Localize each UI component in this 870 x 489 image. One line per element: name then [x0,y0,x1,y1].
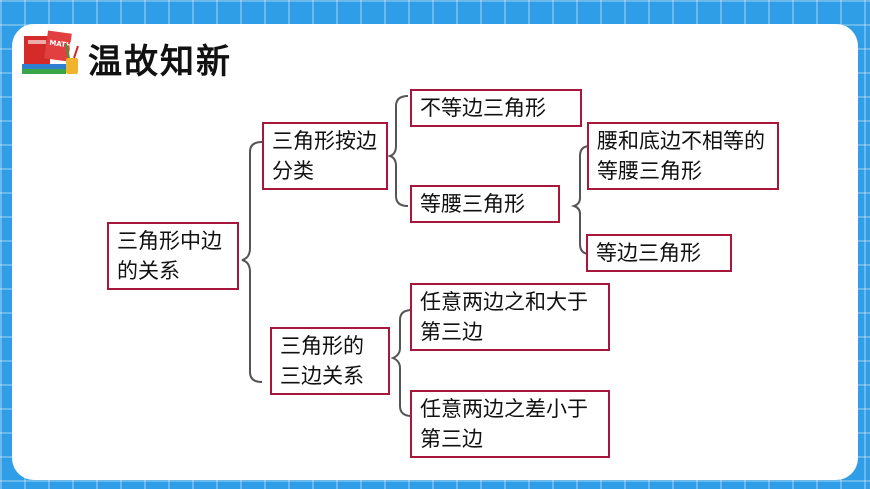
page-title: 温故知新 [88,42,232,82]
branch-label-classify: 三角形按边分类 [272,129,377,183]
leaf-node-difference-rule: 任意两边之差小于第三边 [410,390,610,458]
leaf-label-difference-rule: 任意两边之差小于第三边 [420,397,588,451]
root-label: 三角形中边的关系 [117,229,222,283]
math-book-icon [44,30,72,62]
blue-book-icon [22,64,66,69]
logo-text: MATH [49,39,73,50]
root-node: 三角形中边的关系 [107,222,239,290]
leaf-label-scalene: 不等边三角形 [420,96,546,120]
leaf-node-isosceles-unequal-base: 腰和底边不相等的等腰三角形 [587,122,779,190]
branch-node-classify: 三角形按边分类 [262,122,388,190]
green-book-icon [22,69,66,74]
node-isosceles: 等腰三角形 [410,185,560,223]
leaf-label-isosceles-unequal-base: 腰和底边不相等的等腰三角形 [597,129,765,183]
leaf-node-sum-rule: 任意两边之和大于第三边 [410,283,610,351]
leaf-label-sum-rule: 任意两边之和大于第三边 [420,290,588,344]
branch-label-relation: 三角形的三边关系 [280,334,364,388]
math-books-icon: MATH [22,30,79,74]
label-isosceles: 等腰三角形 [420,192,525,216]
leaf-label-equilateral: 等边三角形 [596,241,701,265]
pencil-cup-icon [66,58,78,74]
leaf-node-scalene: 不等边三角形 [410,89,582,127]
branch-node-relation: 三角形的三边关系 [270,327,390,395]
leaf-node-equilateral: 等边三角形 [586,234,732,272]
